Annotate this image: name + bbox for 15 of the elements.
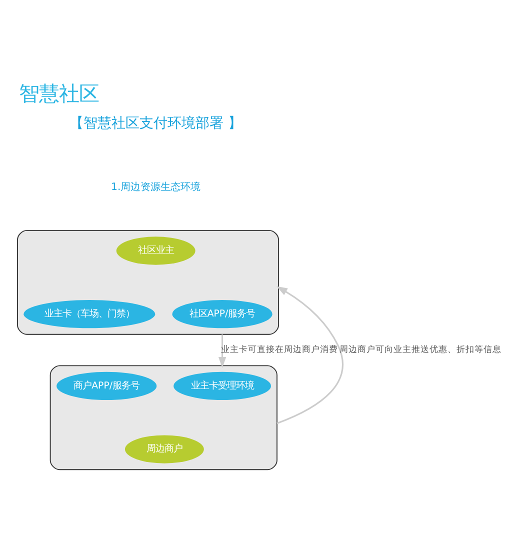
node-ellipse: 社区APP/服务号 — [172, 300, 272, 328]
node-ellipse: 商户APP/服务号 — [56, 371, 157, 400]
edge-label: 业主卡可直接在周边商户消费 — [221, 344, 338, 355]
node-ellipse: 业主卡受理环境 — [174, 371, 272, 400]
diagram-title: 智慧社区 — [18, 81, 99, 106]
node-ellipse: 社区业主 — [116, 236, 196, 264]
node-ellipse: 周边商户 — [124, 434, 204, 463]
arrow — [276, 286, 344, 424]
edge-label: 周边商户可向业主推送优惠、折扣等信息 — [339, 344, 502, 355]
cluster — [17, 229, 280, 334]
arrow — [218, 334, 226, 368]
cluster — [50, 364, 278, 470]
label: 【智慧社区支付环境部署 】 — [70, 115, 242, 132]
node-ellipse: 业主卡（车场、门禁） — [24, 300, 156, 328]
label: 1.周边资源生态环境 — [110, 182, 201, 193]
